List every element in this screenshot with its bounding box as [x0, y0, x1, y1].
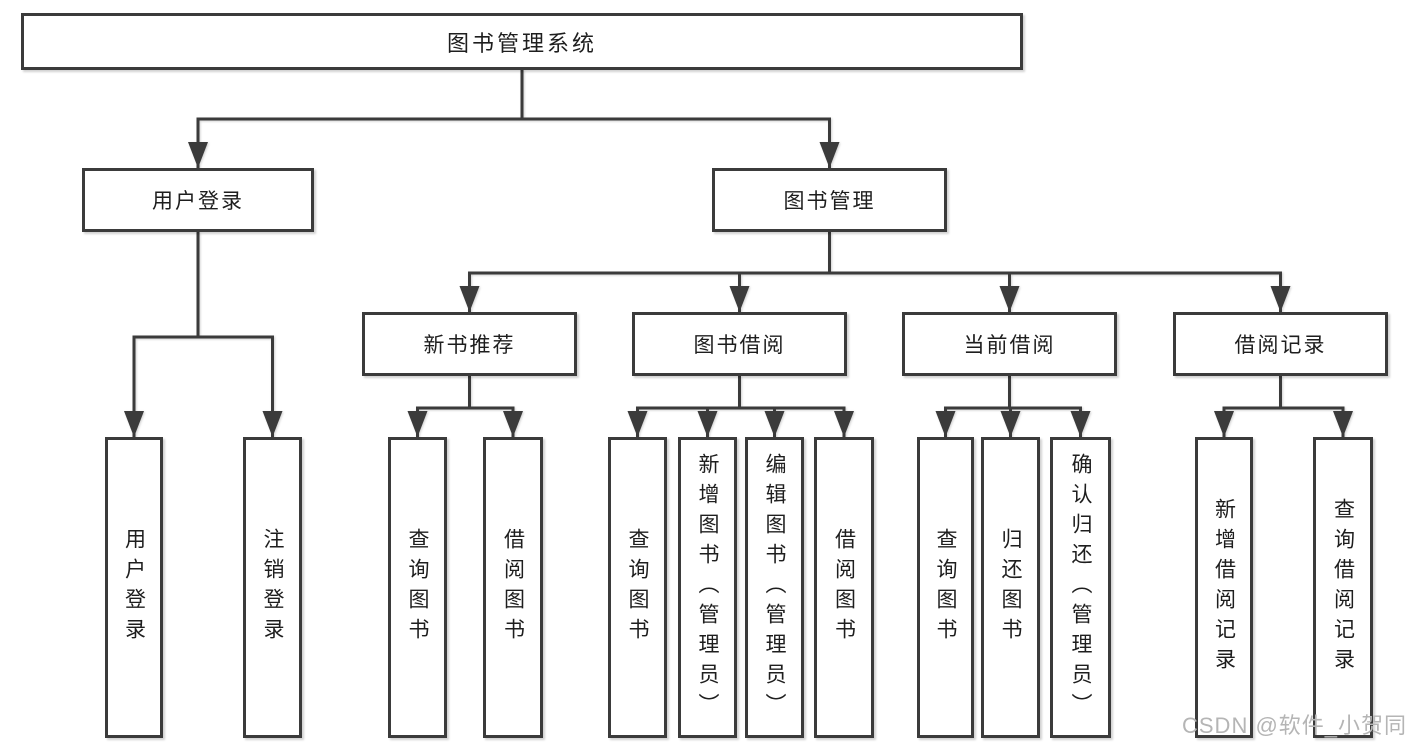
- node-box-login-user: 用户登录: [105, 437, 163, 738]
- node-box-borrow: 图书借阅: [632, 312, 847, 376]
- node-label-bb-query: 查询图书: [626, 527, 649, 648]
- node-label-bb-borrow: 借阅图书: [832, 527, 856, 648]
- node-box-newbook: 新书推荐: [362, 312, 577, 376]
- node-box-mgmt: 图书管理: [712, 168, 947, 232]
- node-box-rec-add: 新增借阅记录: [1195, 437, 1253, 738]
- node-box-root: 图书管理系统: [21, 13, 1023, 70]
- node-box-login: 用户登录: [82, 168, 314, 232]
- node-box-bb-add: 新增图书（管理员）: [678, 437, 737, 738]
- node-box-records: 借阅记录: [1173, 312, 1388, 376]
- node-box-nb-borrow: 借阅图书: [483, 437, 543, 738]
- watermark-text: CSDN @软件_小贺同学: [1182, 713, 1405, 738]
- node-box-rec-query: 查询借阅记录: [1313, 437, 1373, 738]
- node-label-borrow: 图书借阅: [693, 334, 786, 357]
- node-label-root: 图书管理系统: [446, 30, 597, 56]
- node-label-nb-query: 查询图书: [406, 527, 429, 648]
- node-label-login-user: 用户登录: [122, 527, 146, 648]
- node-label-rec-query: 查询借阅记录: [1331, 497, 1355, 678]
- node-box-cb-confirm: 确认归还（管理员）: [1050, 437, 1111, 738]
- node-box-bb-borrow: 借阅图书: [814, 437, 874, 738]
- node-label-cb-query: 查询图书: [934, 527, 957, 648]
- node-box-nb-query: 查询图书: [388, 437, 447, 738]
- node-label-records: 借阅记录: [1234, 334, 1327, 357]
- node-label-nb-borrow: 借阅图书: [501, 527, 525, 648]
- node-box-current: 当前借阅: [902, 312, 1117, 376]
- node-label-newbook: 新书推荐: [423, 334, 516, 357]
- node-label-mgmt: 图书管理: [783, 190, 876, 213]
- node-box-bb-edit: 编辑图书（管理员）: [745, 437, 804, 738]
- node-box-bb-query: 查询图书: [608, 437, 667, 738]
- node-label-login: 用户登录: [152, 190, 244, 213]
- node-box-login-logout: 注销登录: [243, 437, 302, 738]
- node-box-cb-return: 归还图书: [981, 437, 1040, 738]
- node-label-rec-add: 新增借阅记录: [1212, 497, 1236, 678]
- node-label-cb-return: 归还图书: [999, 527, 1022, 648]
- node-box-cb-query: 查询图书: [917, 437, 974, 738]
- node-label-bb-add: 新增图书（管理员）: [696, 452, 719, 723]
- node-label-login-logout: 注销登录: [261, 527, 284, 648]
- node-label-current: 当前借阅: [963, 334, 1056, 357]
- node-label-cb-confirm: 确认归还（管理员）: [1069, 452, 1092, 723]
- node-label-bb-edit: 编辑图书（管理员）: [763, 452, 786, 723]
